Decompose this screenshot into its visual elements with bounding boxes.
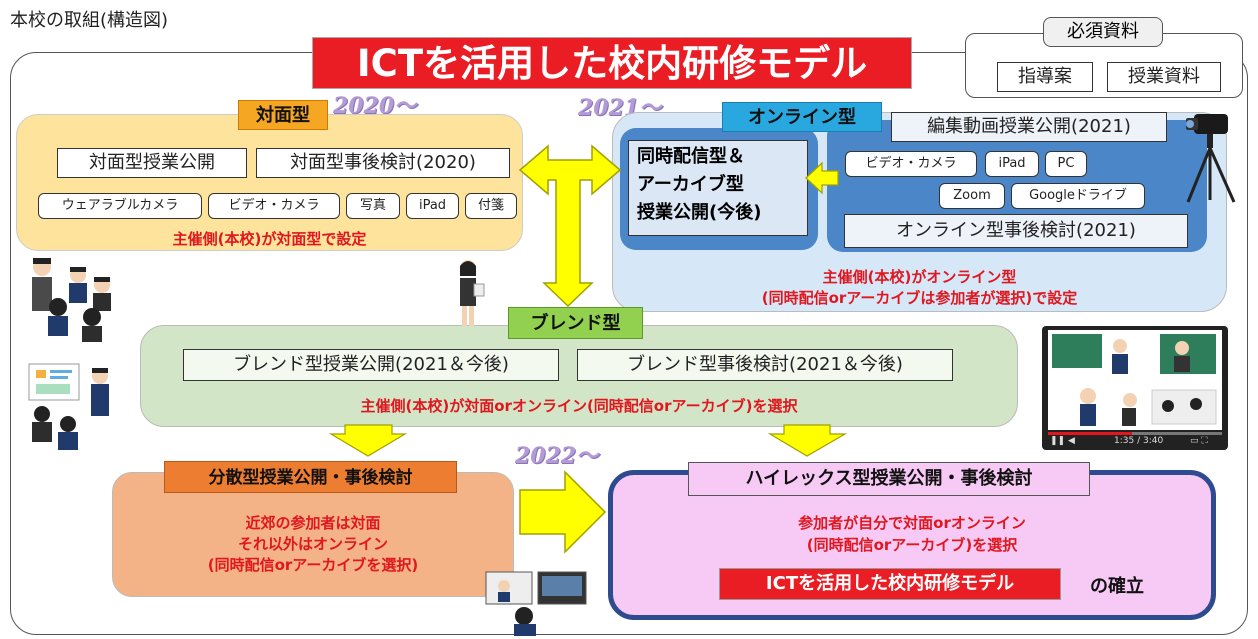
play-pause-icon[interactable]: ❚❚ ◀ xyxy=(1050,436,1075,446)
online-note-line1: 主催側(本校)がオンライン型 xyxy=(822,268,1017,286)
face-to-face-review: 対面型事後検討(2020) xyxy=(256,148,510,178)
blend-review: ブレンド型事後検討(2021＆今後) xyxy=(577,349,953,381)
online-class-illustration xyxy=(1052,334,1217,426)
video-progress-fill[interactable] xyxy=(1048,432,1132,435)
required-item-lesson-plan: 指導案 xyxy=(997,62,1093,92)
arrow-blend-to-hyflex xyxy=(767,424,848,457)
distributed-line2: それ以外はオンライン xyxy=(237,535,388,553)
blend-note: 主催側(本校)が対面orオンライン(同時配信orアーカイブ)を選択 xyxy=(360,397,798,415)
blend-label: ブレンド型 xyxy=(508,307,643,339)
tool-photo: 写真 xyxy=(346,193,400,219)
arrow-blend-to-distributed xyxy=(328,424,408,457)
online-tool-pc: PC xyxy=(1045,151,1087,177)
year-2022: 2022〜 xyxy=(515,443,599,469)
hyflex-label: ハイレックス型授業公開・事後検討 xyxy=(688,462,1090,496)
page-title: 本校の取組(構造図) xyxy=(10,10,169,31)
face-to-face-note: 主催側(本校)が対面型で設定 xyxy=(172,230,367,248)
video-camera-tripod-icon xyxy=(1186,114,1236,203)
distributed-line1: 近郊の参加者は対面 xyxy=(245,514,381,532)
pc-viewer-illustration xyxy=(485,571,587,636)
required-materials-label: 必須資料 xyxy=(1043,17,1163,47)
online-note-line2: (同時配信orアーカイブは参加者が選択)で設定 xyxy=(761,289,1078,307)
required-item-lesson-materials: 授業資料 xyxy=(1107,62,1221,92)
classroom-students-illustration xyxy=(32,258,111,342)
online-edited-video: 編集動画授業公開(2021) xyxy=(891,112,1167,142)
fullscreen-icon[interactable]: ▭ ⛶ xyxy=(1190,436,1208,446)
arrow-face-online xyxy=(518,144,622,308)
video-player[interactable]: ❚❚ ◀ 1:35 / 3:40 ▭ ⛶ xyxy=(1042,326,1228,450)
face-to-face-lesson-open: 対面型授業公開 xyxy=(57,148,247,178)
presentation-illustration xyxy=(28,363,109,450)
video-time: 1:35 / 3:40 xyxy=(1114,436,1164,446)
tool-wearable-camera: ウェアラブルカメラ xyxy=(38,193,202,219)
online-tool-zoom: Zoom xyxy=(939,183,1005,209)
arrow-online-internal xyxy=(805,161,839,195)
hyflex-line2: (同時配信orアーカイブ)を選択 xyxy=(806,536,1018,554)
online-tool-google-drive: Googleドライブ xyxy=(1011,183,1145,209)
online-tool-ipad: iPad xyxy=(985,151,1039,177)
tool-video-camera: ビデオ・カメラ xyxy=(208,193,340,219)
face-to-face-label: 対面型 xyxy=(238,100,328,130)
arrow-distributed-to-hyflex xyxy=(519,470,607,554)
video-progress-track[interactable] xyxy=(1132,432,1222,435)
hyflex-model-box: ICTを活用した校内研修モデル xyxy=(719,568,1061,600)
tool-ipad: iPad xyxy=(406,193,459,219)
distributed-line3: (同時配信orアーカイブを選択) xyxy=(207,556,419,574)
online-tool-video-camera: ビデオ・カメラ xyxy=(845,151,977,177)
distributed-label: 分散型授業公開・事後検討 xyxy=(164,461,457,493)
hyflex-suffix: の確立 xyxy=(1090,576,1144,597)
online-live-archive-box: 同時配信型＆ アーカイブ型 授業公開(今後) xyxy=(628,140,808,236)
main-title: ICTを活用した校内研修モデル xyxy=(312,37,912,89)
online-review: オンライン型事後検討(2021) xyxy=(844,214,1188,248)
hyflex-line1: 参加者が自分で対面orオンライン xyxy=(798,514,1026,532)
online-label: オンライン型 xyxy=(722,102,882,132)
video-frame xyxy=(1048,330,1222,430)
teacher-illustration xyxy=(460,260,485,326)
blend-lesson-open: ブレンド型授業公開(2021＆今後) xyxy=(183,349,559,381)
tool-sticky-notes: 付箋 xyxy=(465,193,517,219)
